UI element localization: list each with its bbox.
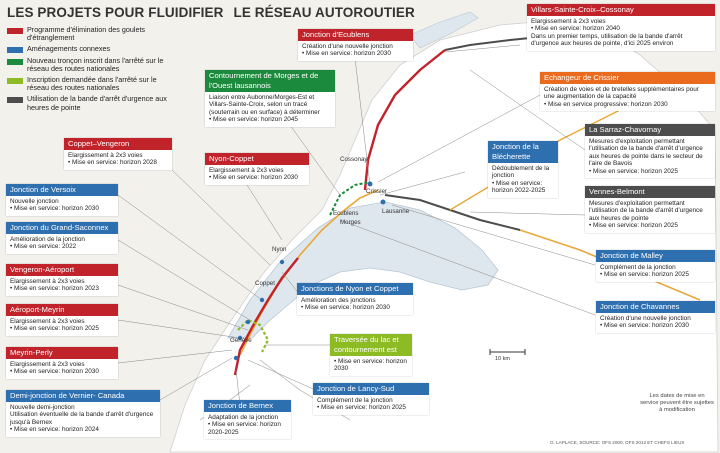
lake-neuchatel [409, 11, 479, 49]
title-left: LES PROJETS POUR FLUIDIFIER [7, 5, 224, 20]
box-vengeron-aeroport: Vengeron-Aéroport Elargissement à 2x3 vo… [6, 264, 118, 296]
box-title: Jonction de Chavannes [596, 301, 715, 313]
highway-red-geneva [233, 257, 299, 376]
box-nyon-coppet: Nyon-Coppet Elargissement à 2x3 voies• M… [205, 153, 309, 185]
legend-label: Programme d'élimination des goulets d'ét… [27, 25, 146, 43]
box-traversee-lac: Traversée du lac et contournement est • … [330, 334, 412, 376]
box-title: Contournement de Morges et de l'Ouest la… [205, 70, 335, 92]
box-sarraz-chavornay: La Sarraz-Chavornay Mesures d'exploitati… [585, 124, 715, 179]
box-coppet-vengeron: Coppet–Vengeron Elargissement à 2x3 voie… [64, 138, 172, 170]
junction-points [233, 181, 386, 361]
legend-item: Aménagements connexes [7, 44, 172, 54]
place-geneve: Genève [230, 337, 252, 344]
box-nyon-coppet-jonctions: Jonctions de Nyon et Coppet Amélioration… [297, 283, 413, 315]
box-versoix: Jonction de Versoix Nouvelle jonction• M… [6, 184, 118, 216]
legend-swatch-red [7, 28, 23, 34]
place-coppet: Coppet [255, 280, 275, 287]
legend-item: Programme d'élimination des goulets d'ét… [7, 25, 172, 43]
place-cossonay: Cossonay [340, 156, 368, 163]
box-crissier: Echangeur de Crissier Création de voies … [540, 72, 715, 112]
box-title: Jonction de Bernex [204, 400, 291, 412]
box-title: Nyon-Coppet [205, 153, 309, 165]
place-crissier: Crissier [366, 188, 387, 195]
page-title: LES PROJETS POUR FLUIDIFIER LE RÉSEAU AUT… [7, 5, 425, 20]
new-section-morges [329, 181, 371, 216]
box-title: Villars-Sainte-Croix–Cossonay [527, 4, 715, 16]
box-title: Coppet–Vengeron [64, 138, 172, 150]
legend-label: Inscription demandée dans l'arrêté sur l… [27, 75, 157, 93]
box-title: Jonction de Lancy-Sud [313, 383, 429, 395]
lake-leman [227, 201, 499, 339]
legend-item: Utilisation de la bande d'arrêt d'urgenc… [7, 95, 172, 111]
box-vernier-canada: Demi-jonction de Vernier- Canada Nouvell… [6, 390, 160, 437]
box-title: Meyrin-Perly [6, 347, 118, 359]
legend-item: Inscription demandée dans l'arrêté sur l… [7, 75, 172, 93]
box-ecublens: Jonction d'Ecublens Création d'une nouve… [298, 29, 413, 61]
place-morges: Morges [340, 219, 361, 226]
legend-label: Nouveau tronçon inscrit dans l'arrêté su… [27, 55, 164, 73]
legend-item: Nouveau tronçon inscrit dans l'arrêté su… [7, 55, 172, 73]
box-title: Jonction de Malley [596, 250, 715, 262]
scale-bar [489, 349, 526, 355]
box-chavannes: Jonction de Chavannes Création d'une nou… [596, 301, 715, 333]
box-title: Demi-jonction de Vernier- Canada [6, 390, 160, 402]
box-villars-cossonay: Villars-Sainte-Croix–Cossonay Elargissem… [527, 4, 715, 51]
legend-swatch-green [7, 58, 23, 65]
box-aeroport-meyrin: Aéroport-Meyrin Elargissement à 2x3 voie… [6, 304, 118, 336]
box-grand-saconnex: Jonction du Grand-Saconnex Amélioration … [6, 222, 118, 254]
dates-note: Les dates de mise en service peuvent êtr… [640, 393, 714, 413]
place-nyon: Nyon [272, 246, 287, 253]
box-title: Vengeron-Aéroport [6, 264, 118, 276]
box-title: La Sarraz-Chavornay [585, 124, 715, 136]
legend-swatch-lime [7, 78, 23, 85]
box-title: Aéroport-Meyrin [6, 304, 118, 316]
box-vennes-belmont: Vennes-Belmont Mesures d'exploitation pe… [585, 186, 715, 233]
box-title: Jonctions de Nyon et Coppet [297, 283, 413, 295]
legend-swatch-dark [7, 97, 23, 104]
legend: Programme d'élimination des goulets d'ét… [7, 25, 172, 115]
box-title: Jonction de Versoix [6, 184, 118, 196]
place-ecublens: Ecublens [333, 210, 359, 217]
box-malley: Jonction de Malley Complément de la jonc… [596, 250, 715, 282]
leader-lines [117, 44, 596, 406]
box-title: Echangeur de Crissier [540, 72, 715, 84]
box-meyrin-perly: Meyrin-Perly Elargissement à 2x3 voies• … [6, 347, 118, 379]
box-morges-contournement: Contournement de Morges et de l'Ouest la… [205, 70, 335, 127]
box-bernex: Jonction de Bernex Adaptation de la jonc… [204, 400, 291, 440]
source-credit: G. LAPLACE, SOURCE: OFS 2000, OFS 2012 E… [550, 440, 685, 445]
box-title: Jonction du Grand-Saconnex [6, 222, 118, 234]
place-lausanne: Lausanne [382, 208, 410, 215]
legend-label: Utilisation de la bande d'arrêt d'urgenc… [27, 94, 167, 112]
box-title: Vennes-Belmont [585, 186, 715, 198]
box-lancy-sud: Jonction de Lancy-Sud Complément de la j… [313, 383, 429, 415]
legend-swatch-blue [7, 47, 23, 54]
lake-crossing [237, 318, 270, 353]
box-blecherette: Jonction de la Blécherette Dédoublement … [488, 141, 558, 198]
box-title: Traversée du lac et contournement est [330, 334, 412, 356]
legend-label: Aménagements connexes [27, 44, 111, 54]
box-title: Jonction d'Ecublens [298, 29, 413, 41]
box-title: Jonction de la Blécherette [488, 141, 558, 163]
title-right: LE RÉSEAU AUTOROUTIER [233, 5, 415, 20]
scale-label: 10 km [495, 356, 510, 362]
highway-a1-geneva [239, 189, 379, 356]
